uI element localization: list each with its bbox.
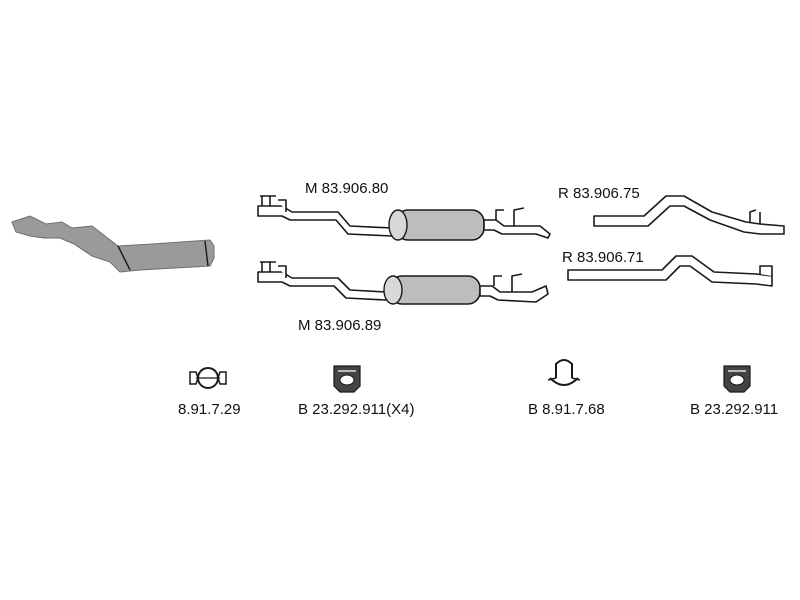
rear-pipe-bottom[interactable]: R 83.906.71 [562,249,773,287]
part-number-label: R 83.906.75 [558,185,640,202]
catalytic-converter-front-pipe[interactable] [11,215,215,273]
rubber-hanger-icon[interactable] [333,365,361,393]
accessory-label: B 23.292.911(X4) [298,401,414,418]
accessory-label: B 8.91.7.68 [528,401,605,418]
middle-muffler-top[interactable]: M 83.906.80 [257,180,551,241]
clamp-icon[interactable] [189,367,227,389]
middle-muffler-bottom[interactable]: M 83.906.89 [257,261,549,334]
accessory-label: B 23.292.911 [690,401,778,418]
rear-pipe-top[interactable]: R 83.906.75 [558,185,785,235]
u-bolt-clamp-icon[interactable] [547,359,581,386]
accessory-label: 8.91.7.29 [178,401,241,418]
part-number-label: M 83.906.89 [298,317,381,334]
rubber-hanger-icon[interactable] [723,365,751,393]
part-number-label: R 83.906.71 [562,249,644,266]
part-number-label: M 83.906.80 [305,180,388,197]
